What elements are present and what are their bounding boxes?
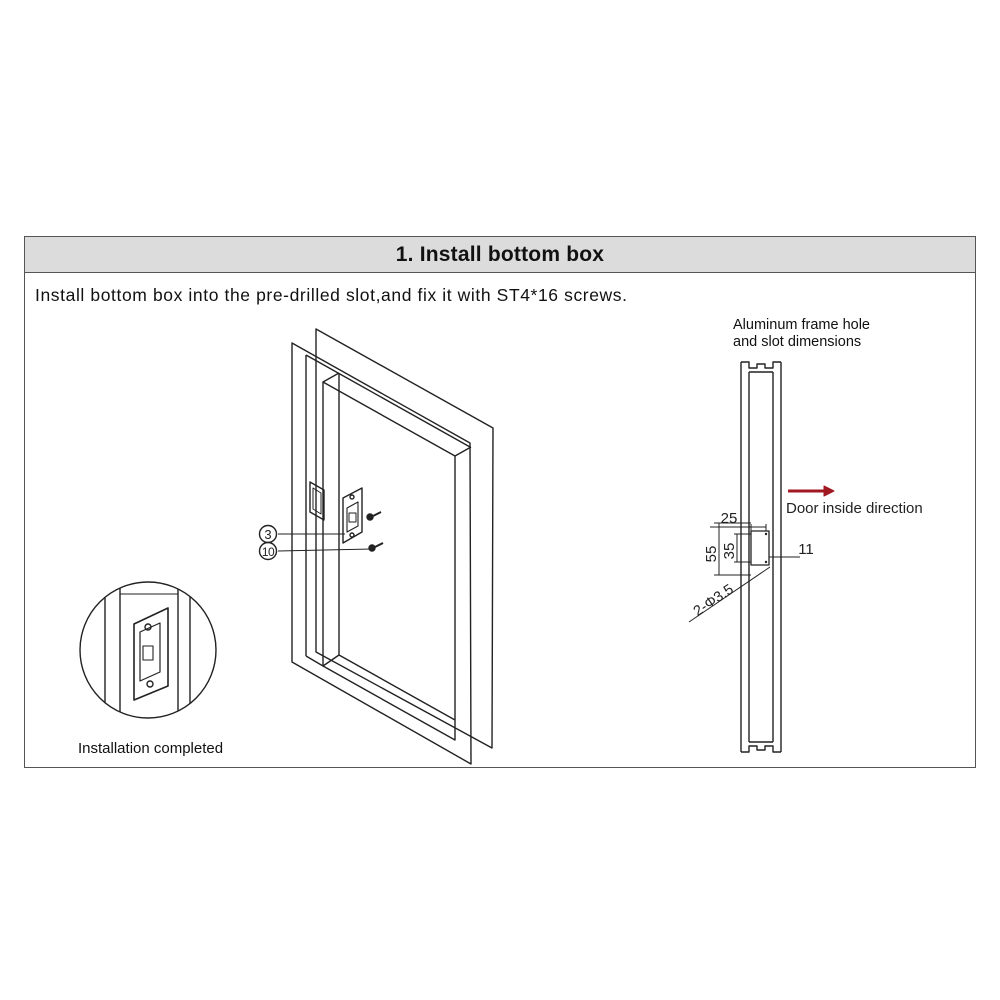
callout-10-circle bbox=[258, 541, 278, 561]
callout-3-label: 3 bbox=[264, 527, 271, 542]
plate-screw-hole-bottom bbox=[349, 532, 355, 538]
installation-inset bbox=[79, 581, 217, 719]
inset-circle bbox=[79, 581, 217, 719]
frame-top-depth bbox=[305, 354, 471, 448]
screw-top bbox=[366, 511, 382, 521]
recess-floor-line bbox=[305, 655, 324, 667]
plate-screw-hole-top bbox=[349, 494, 355, 500]
recess-depth-top bbox=[322, 372, 340, 383]
recess-bottom-edge bbox=[322, 654, 340, 667]
profile-caption-line2: and slot dimensions bbox=[733, 334, 862, 350]
panel-title: 1. Install bottom box bbox=[395, 243, 605, 266]
callout-10-leader bbox=[277, 548, 373, 552]
dim-55-label: 55 bbox=[703, 546, 720, 563]
panel-header: 1. Install bottom box bbox=[25, 237, 975, 273]
dim-25-label: 25 bbox=[721, 510, 738, 527]
frame-back-plate bbox=[315, 328, 494, 749]
recess-depth-right bbox=[454, 446, 472, 457]
inset-screw-top bbox=[144, 623, 152, 631]
inset-caption: Installation completed bbox=[78, 740, 224, 757]
dim-holes-label: 2-Φ3.5 bbox=[691, 582, 737, 620]
profile-hole-bottom bbox=[764, 560, 768, 564]
profile-hole-top bbox=[764, 532, 768, 536]
profile-slot bbox=[750, 530, 770, 566]
direction-label: Door inside direction bbox=[786, 500, 923, 517]
instruction-text: Install bottom box into the pre-drilled … bbox=[35, 285, 628, 305]
profile-caption: Aluminum frame hole and slot dimensions bbox=[733, 317, 870, 351]
instruction-panel: 1. Install bottom box Install bottom box… bbox=[24, 236, 976, 768]
door-frame-drawing: 3 10 bbox=[258, 328, 494, 765]
direction-arrow-head bbox=[823, 485, 835, 497]
bottom-box-latch-recess bbox=[346, 501, 359, 533]
profile-caption-line1: Aluminum frame hole bbox=[733, 317, 870, 333]
bottom-box-plate bbox=[342, 487, 363, 544]
dim-11-label: 11 bbox=[798, 541, 814, 558]
profile-bottom-end bbox=[741, 745, 781, 753]
bottom-box-tongue bbox=[348, 512, 357, 523]
dim-35-label: 35 bbox=[721, 543, 738, 560]
screw-bottom bbox=[368, 542, 384, 552]
dimension-lines bbox=[688, 522, 800, 623]
profile-top-end bbox=[741, 361, 781, 369]
inset-screw-bottom bbox=[146, 680, 154, 688]
frame-front-outer bbox=[291, 342, 472, 765]
aluminum-profile-drawing: 25 11 55 35 2-Φ3.5 Door inside direction bbox=[688, 361, 923, 753]
callout-10-label: 10 bbox=[262, 545, 275, 559]
predrilled-slot-inner bbox=[312, 487, 322, 515]
predrilled-slot bbox=[309, 481, 325, 521]
frame-inner-opening bbox=[322, 381, 456, 741]
